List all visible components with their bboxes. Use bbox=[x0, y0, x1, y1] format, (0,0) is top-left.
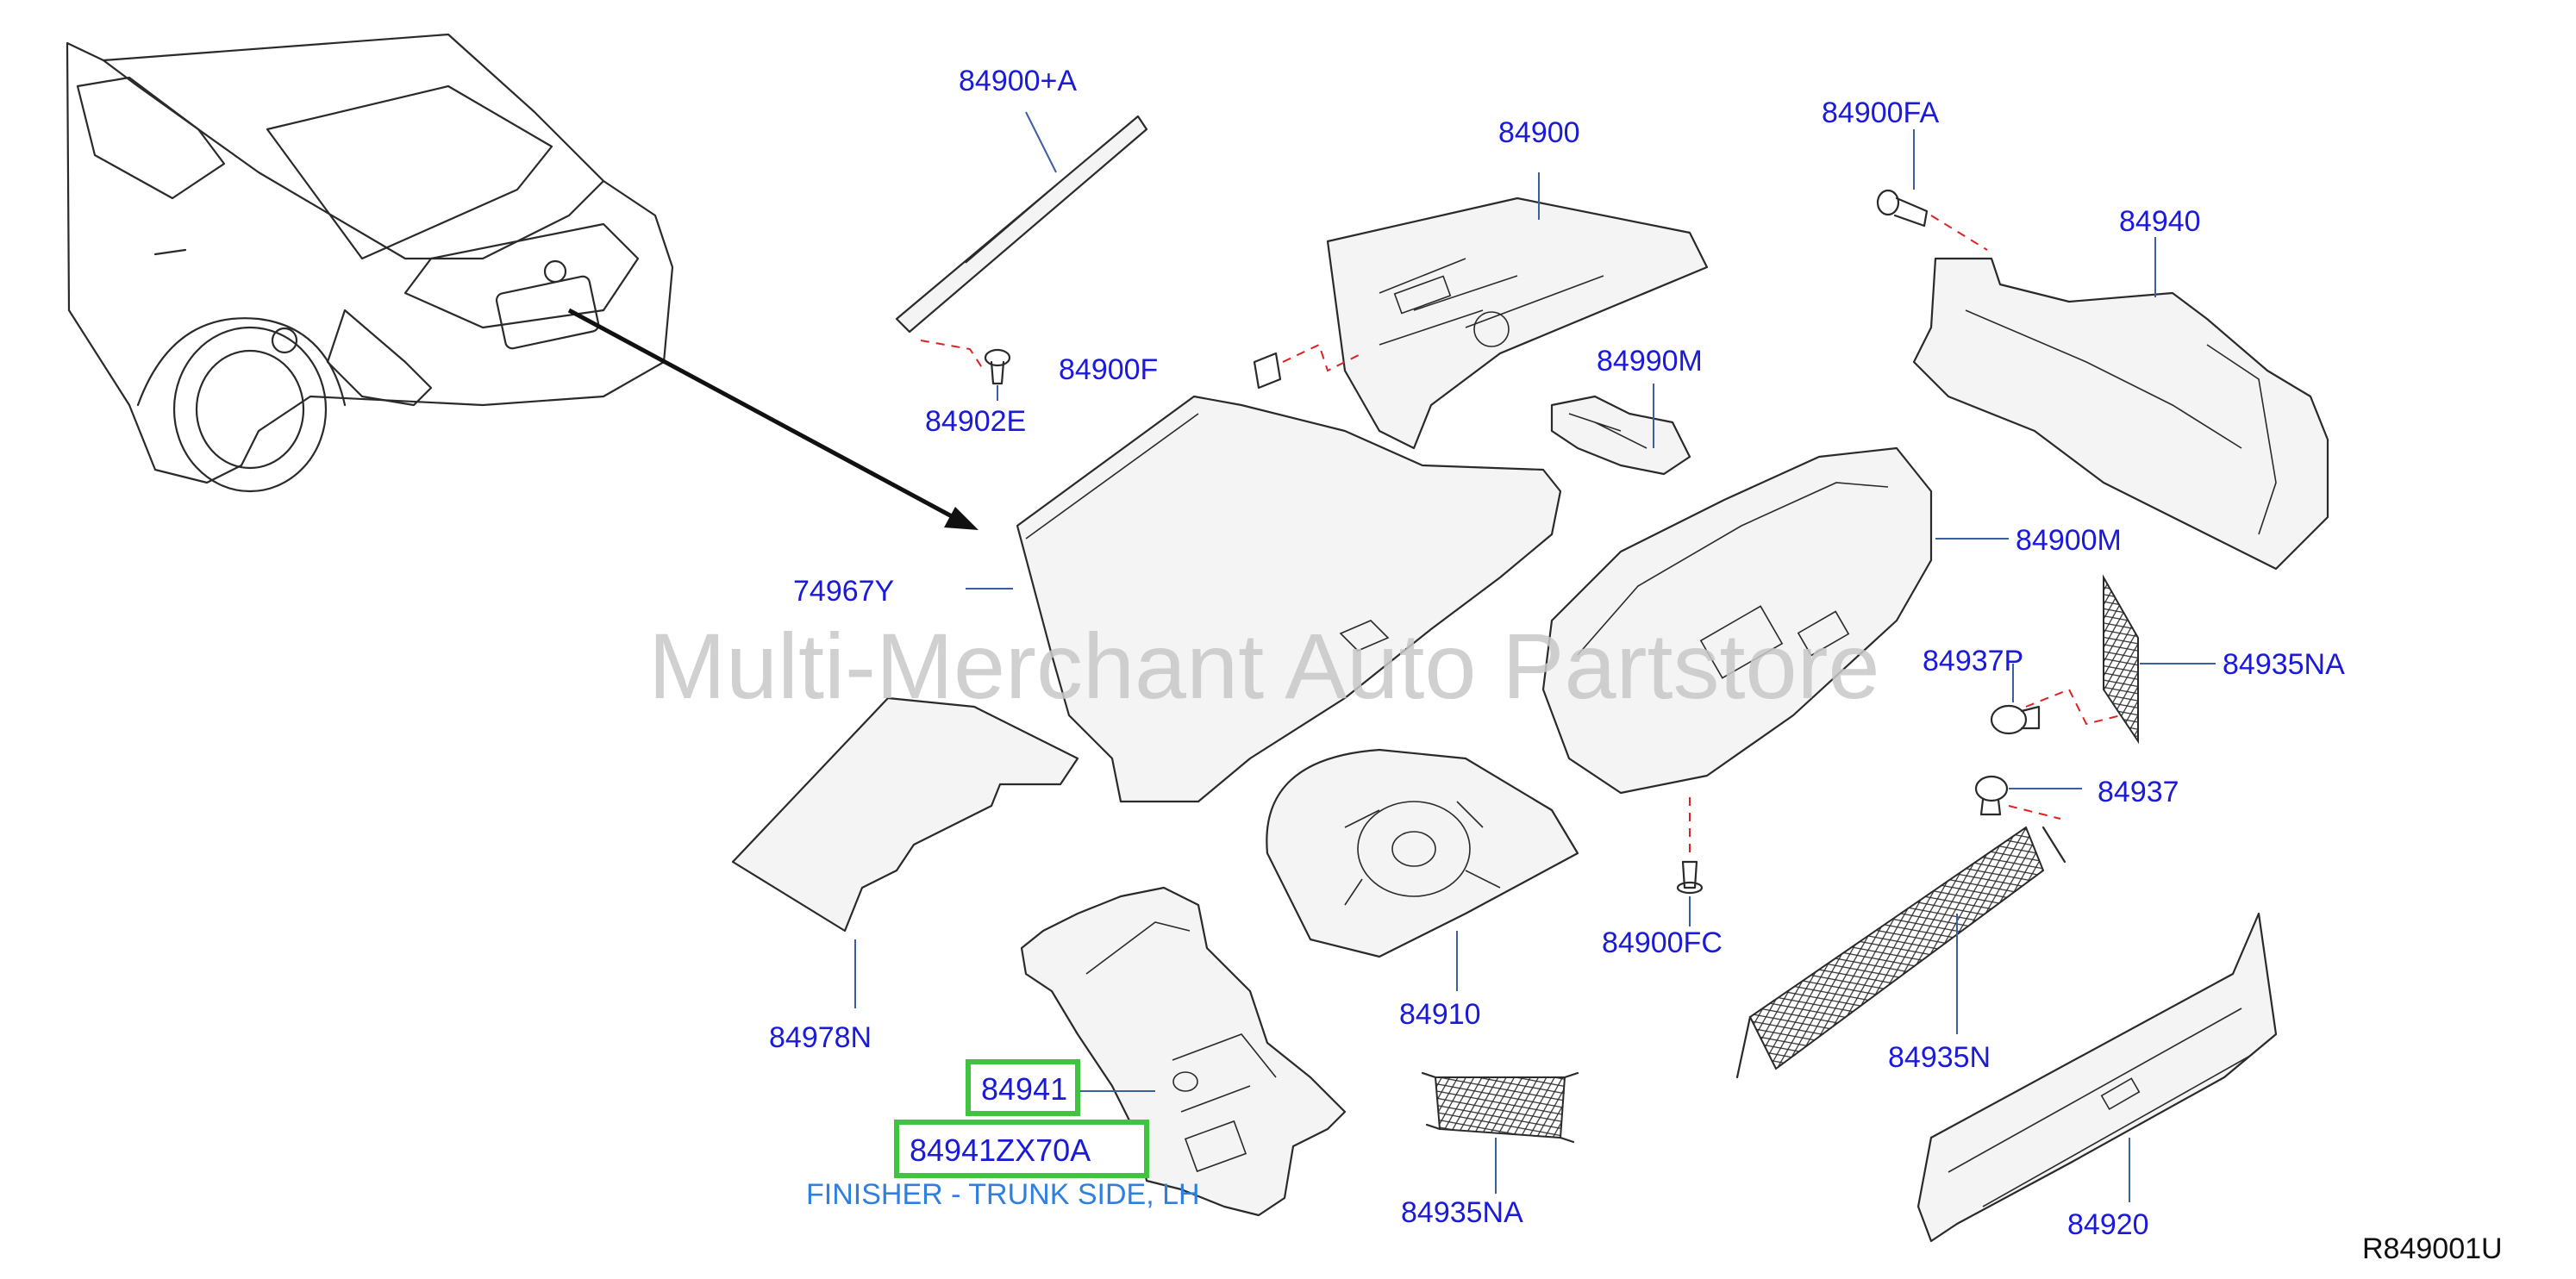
label-84900A[interactable]: 84900+A bbox=[959, 65, 1077, 97]
selected-part-label[interactable]: 84941 bbox=[981, 1071, 1067, 1107]
part-84910-spare-cover bbox=[1266, 748, 1579, 958]
label-84900[interactable]: 84900 bbox=[1498, 116, 1580, 149]
part-84935NA-small-net bbox=[1421, 1071, 1579, 1144]
label-84935NA-right[interactable]: 84935NA bbox=[2223, 648, 2345, 681]
label-84910[interactable]: 84910 bbox=[1399, 998, 1481, 1031]
label-84935NA-bottom[interactable]: 84935NA bbox=[1401, 1196, 1523, 1229]
watermark: Multi-Merchant Auto Partstore bbox=[648, 614, 1880, 718]
label-84902E[interactable]: 84902E bbox=[925, 405, 1026, 438]
label-84940[interactable]: 84940 bbox=[2119, 205, 2201, 238]
diagram-reference: R849001U bbox=[2362, 1232, 2503, 1265]
part-84940-trunk-side-rh bbox=[1912, 257, 2329, 571]
location-arrow bbox=[567, 308, 963, 524]
part-84937P-clip bbox=[1990, 704, 2041, 735]
label-84990M[interactable]: 84990M bbox=[1597, 345, 1703, 377]
part-84900F-clip bbox=[1253, 352, 1282, 390]
selected-partnumber-label[interactable]: 84941ZX70A bbox=[910, 1132, 1091, 1168]
selected-partnumber-box bbox=[894, 1120, 1149, 1178]
part-84902E-clip bbox=[984, 348, 1011, 385]
selected-part-box bbox=[966, 1059, 1080, 1116]
label-84900FA[interactable]: 84900FA bbox=[1822, 97, 1939, 129]
label-84937[interactable]: 84937 bbox=[2098, 776, 2179, 808]
part-84900A-strip bbox=[895, 115, 1148, 334]
label-84978N[interactable]: 84978N bbox=[769, 1021, 872, 1054]
label-74967Y[interactable]: 74967Y bbox=[793, 575, 894, 608]
car-rear-illustration bbox=[66, 33, 674, 493]
label-84900M[interactable]: 84900M bbox=[2016, 524, 2122, 557]
part-84990M-bracket bbox=[1550, 395, 1691, 476]
part-84941-trunk-side-lh bbox=[1020, 886, 1347, 1217]
label-84937P[interactable]: 84937P bbox=[1923, 645, 2023, 677]
part-84937-clip bbox=[1974, 775, 2009, 816]
part-84900FA-clip bbox=[1876, 189, 1929, 228]
label-84900FC[interactable]: 84900FC bbox=[1602, 926, 1723, 959]
location-arrowhead bbox=[944, 507, 979, 530]
part-84900FC-clip bbox=[1676, 860, 1704, 895]
part-84900M-lid-finisher bbox=[1541, 446, 1933, 795]
label-84900F[interactable]: 84900F bbox=[1059, 353, 1158, 386]
label-84935N[interactable]: 84935N bbox=[1888, 1041, 1991, 1074]
part-84920-sill-plate bbox=[1916, 912, 2278, 1243]
part-84978N-floor-board bbox=[731, 696, 1079, 933]
label-84920[interactable]: 84920 bbox=[2067, 1208, 2149, 1241]
part-84935NA-side-net bbox=[2103, 574, 2139, 745]
part-84900-board bbox=[1326, 197, 1709, 450]
part-84935N-floor-net bbox=[1735, 826, 2066, 1079]
part-74967Y-trunk-mat bbox=[1016, 395, 1562, 803]
part-description: FINISHER - TRUNK SIDE, LH bbox=[806, 1178, 1200, 1211]
